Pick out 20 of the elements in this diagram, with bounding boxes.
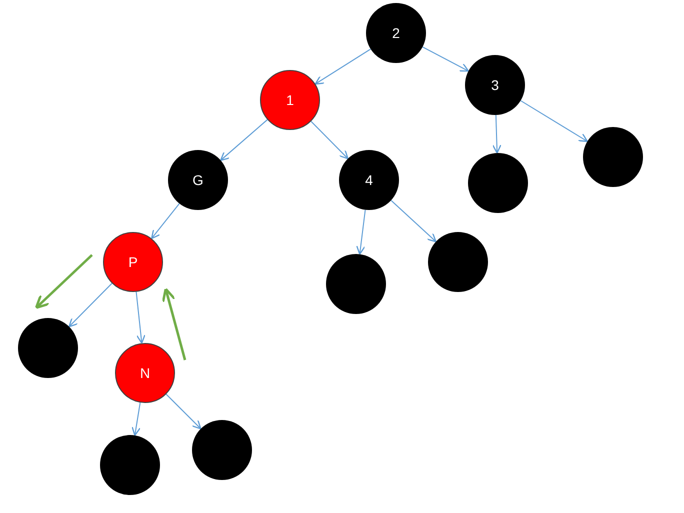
node-label: 4	[365, 170, 373, 190]
node-label: N	[140, 364, 150, 382]
arrow	[151, 203, 180, 240]
arrow	[220, 119, 268, 161]
arrow	[132, 402, 141, 436]
arrow	[314, 48, 372, 85]
arrow	[390, 200, 437, 242]
arrow	[356, 209, 366, 255]
arrow	[166, 394, 202, 430]
arrow	[520, 100, 588, 142]
arrow	[422, 46, 470, 72]
node-label: 1	[286, 90, 294, 110]
node-label: G	[192, 170, 204, 190]
node-label: 2	[392, 24, 400, 42]
arrow	[310, 120, 349, 160]
node-label: 3	[491, 76, 499, 94]
node-label: P	[128, 252, 138, 272]
arrow	[68, 282, 112, 328]
arrow	[492, 114, 502, 154]
arrow	[136, 291, 146, 344]
